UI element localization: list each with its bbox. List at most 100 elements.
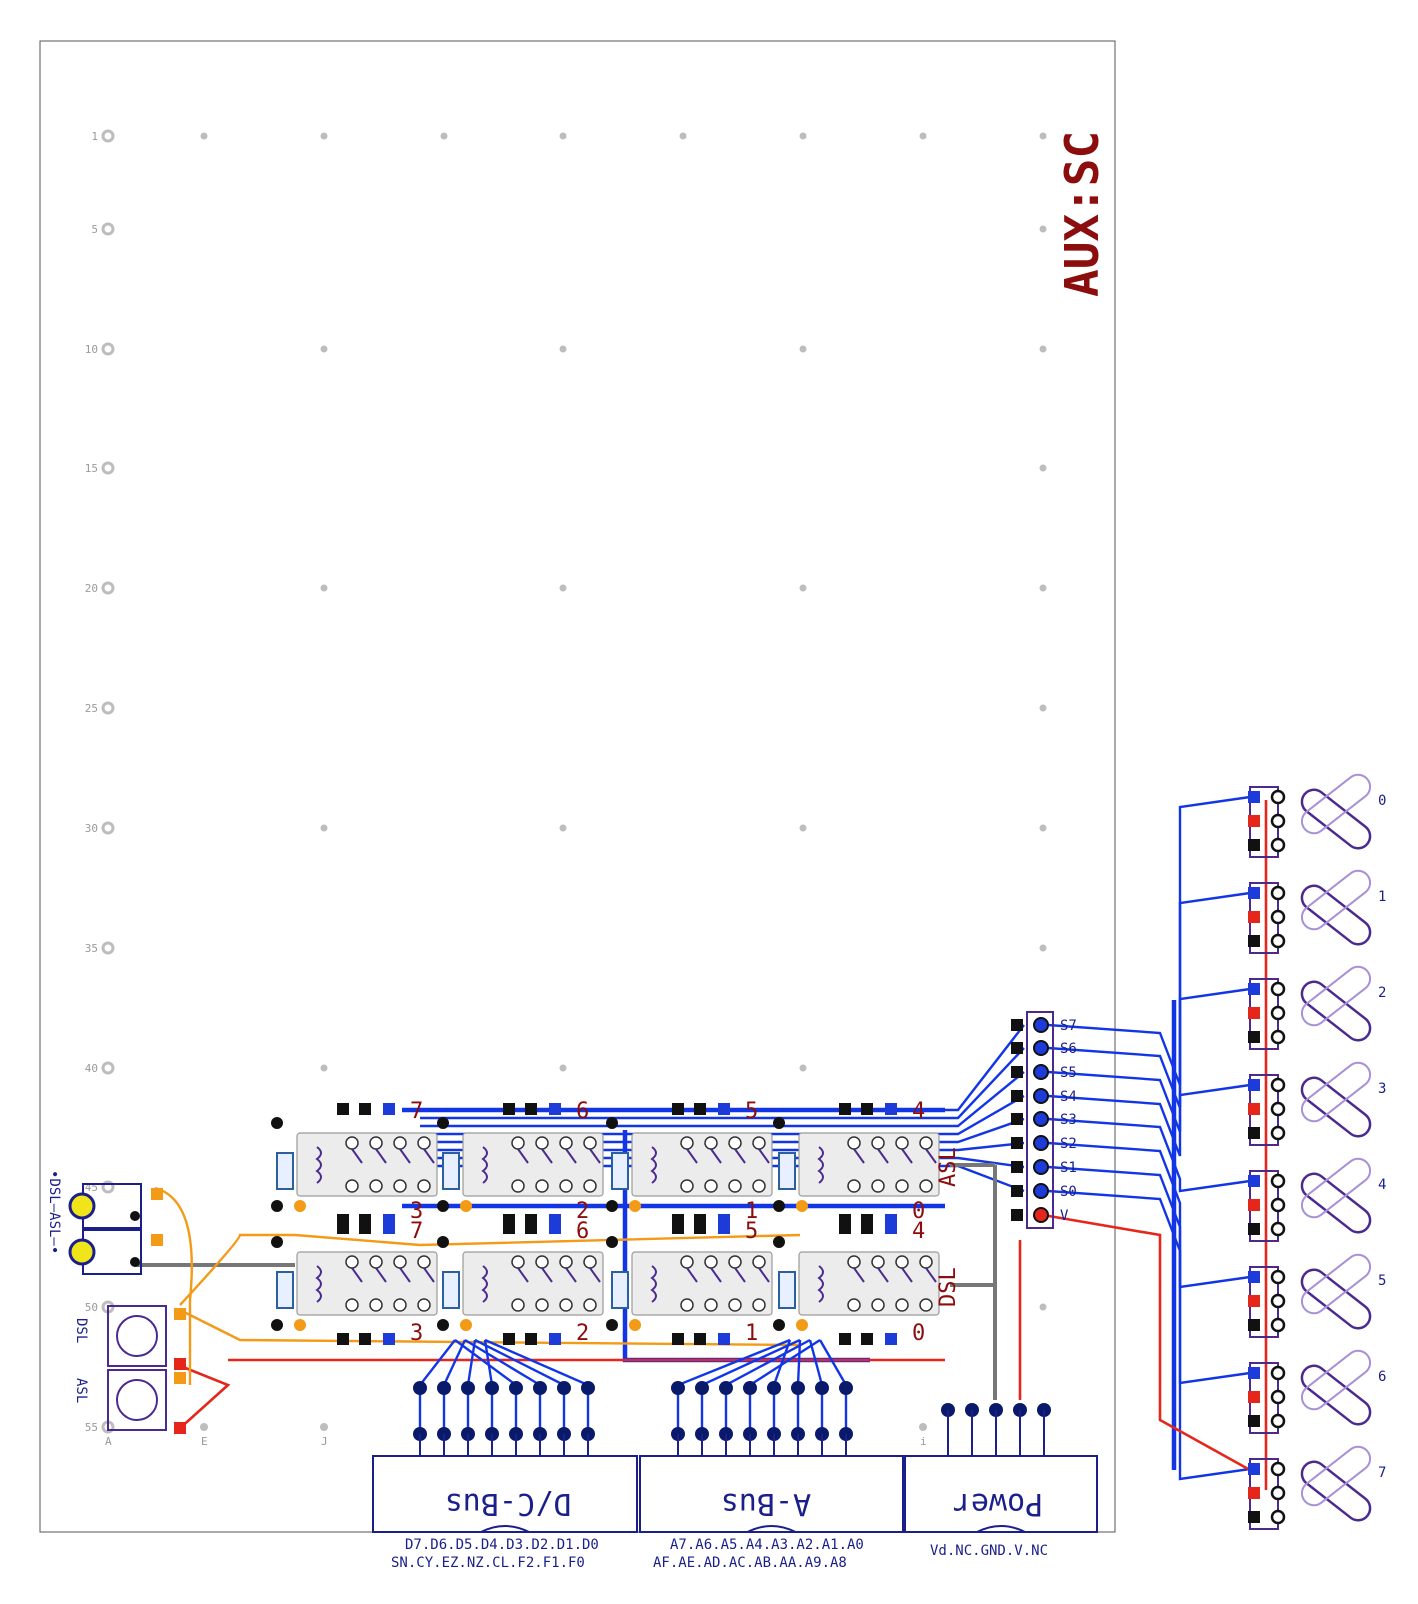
selector-label: S7: [1060, 1018, 1077, 1034]
switch-pad: [1248, 839, 1260, 851]
switch-pad: [1248, 1007, 1260, 1019]
row-label: 25: [85, 702, 98, 715]
relay-pin: [511, 1136, 525, 1150]
bus-pin: [557, 1381, 571, 1395]
pad: [130, 1211, 140, 1221]
connector-key: [976, 1525, 1026, 1533]
relay-pin: [847, 1136, 861, 1150]
board-title: AUX:SC: [1055, 131, 1109, 297]
row-label: 20: [85, 582, 98, 595]
pad: [796, 1319, 808, 1331]
relay-pin: [680, 1255, 694, 1269]
grid-hole: [799, 345, 807, 353]
relay-switch: [925, 1148, 937, 1164]
toggle-lever-icon: [1300, 1460, 1372, 1522]
selector-label: S3: [1060, 1112, 1077, 1128]
grid-hole: [1039, 944, 1047, 952]
relay-pin: [345, 1179, 359, 1193]
relay-pin: [417, 1179, 431, 1193]
relay-pin: [752, 1298, 766, 1312]
relay-pin: [728, 1136, 742, 1150]
switch-pin: [1270, 1293, 1286, 1309]
relay-pin: [919, 1298, 933, 1312]
toggle-lever-icon: [1300, 1172, 1372, 1234]
grid-hole: [320, 584, 328, 592]
toggle-lever-icon: [1300, 1364, 1372, 1426]
switch-pad: [1248, 1103, 1260, 1115]
a-bus-pins-top: A7.A6.A5.A4.A3.A2.A1.A0: [670, 1537, 864, 1553]
relay-pin: [728, 1179, 742, 1193]
button-frame: [107, 1369, 167, 1431]
selector-pin: [1033, 1111, 1049, 1127]
relay-pin: [704, 1136, 718, 1150]
row-label: 45: [85, 1181, 98, 1194]
relay-pin: [728, 1255, 742, 1269]
relay-pin: [511, 1179, 525, 1193]
selector-pad: [1011, 1185, 1023, 1197]
pad: [383, 1222, 395, 1234]
power-pins: Vd.NC.GND.V.NC: [930, 1543, 1048, 1559]
pad: [383, 1103, 395, 1115]
relay-pin: [345, 1255, 359, 1269]
grid-hole: [200, 132, 208, 140]
dc-bus-label: D/C-Bus: [445, 1486, 571, 1521]
bus-pin: [767, 1381, 781, 1395]
grid-hole: [320, 345, 328, 353]
toggle-lever-icon: [1300, 1076, 1372, 1138]
pad: [694, 1333, 706, 1345]
relay-pin: [583, 1179, 597, 1193]
grid-hole: [799, 824, 807, 832]
pad: [437, 1319, 449, 1331]
bus-pin: [437, 1381, 451, 1395]
diode: [778, 1152, 796, 1190]
grid-hole: [799, 132, 807, 140]
grid-hole: [1039, 1303, 1047, 1311]
selector-pin: [1033, 1159, 1049, 1175]
relay-switch: [710, 1148, 722, 1164]
pad: [337, 1222, 349, 1234]
switch-pin: [1270, 1365, 1286, 1381]
relay-number: 6: [576, 1219, 589, 1244]
pad: [383, 1333, 395, 1345]
switch-label: 6: [1378, 1369, 1386, 1385]
toggle-lever-icon: [1300, 980, 1372, 1042]
relay-body: [631, 1132, 773, 1197]
pad: [503, 1333, 515, 1345]
push-button-icon: [116, 1379, 158, 1421]
relay-number: 0: [912, 1199, 925, 1224]
relay-pin: [583, 1136, 597, 1150]
grid-hole: [919, 132, 927, 140]
relay-coil: [650, 1265, 657, 1303]
switch-pin: [1270, 933, 1286, 949]
row-label: 30: [85, 822, 98, 835]
relay-switch: [758, 1267, 770, 1283]
dc-bus-pins-bottom: SN.CY.EZ.NZ.CL.F2.F1.F0: [391, 1555, 585, 1571]
grid-hole: [320, 1423, 328, 1431]
relay-rows: [271, 1103, 940, 1345]
a-bus-pins-bottom: AF.AE.AD.AC.AB.AA.A9.A8: [653, 1555, 847, 1571]
pad: [861, 1222, 873, 1234]
diode: [611, 1152, 629, 1190]
relay-switch: [877, 1267, 889, 1283]
relay-pin: [345, 1136, 359, 1150]
relay-switch: [423, 1267, 435, 1283]
relay-pin: [393, 1179, 407, 1193]
relay-pin: [871, 1179, 885, 1193]
pad: [773, 1236, 785, 1248]
switch-pin: [1270, 1389, 1286, 1405]
relay-number: 3: [410, 1199, 423, 1224]
relay-pin: [559, 1298, 573, 1312]
relay-pin: [417, 1298, 431, 1312]
pad: [174, 1308, 186, 1320]
bus-pin: [815, 1381, 829, 1395]
push-button-icon: [116, 1315, 158, 1357]
relay-pin: [919, 1136, 933, 1150]
pad: [549, 1222, 561, 1234]
relay-pin: [511, 1255, 525, 1269]
toggle-lever-icon: [1300, 1268, 1372, 1330]
switch-trace: [1047, 1165, 1251, 1385]
left-controls: [68, 1183, 186, 1434]
relay-switch: [565, 1148, 577, 1164]
